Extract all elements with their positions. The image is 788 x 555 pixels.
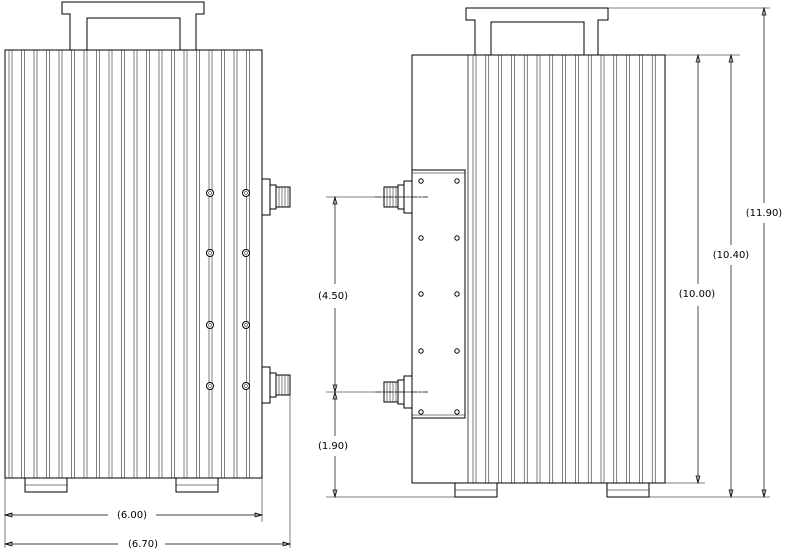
screw-icon <box>206 189 214 197</box>
screw-icon-inner <box>244 323 248 327</box>
connector-flange <box>261 178 271 216</box>
screw-icon-inner <box>208 384 212 388</box>
screw-icon <box>206 382 214 390</box>
screw-icon <box>454 348 460 354</box>
screw-icon <box>418 178 424 184</box>
dim-front-width-label: (6.00) <box>117 510 147 521</box>
screw-icon <box>206 321 214 329</box>
screw-icon <box>454 291 460 297</box>
dim-front-width: (6.00) <box>3 395 291 548</box>
dim-front-overall-width-label: (6.70) <box>128 539 158 550</box>
side-handle <box>465 7 609 55</box>
dim-overall-height-label: (11.90) <box>746 208 783 219</box>
screw-icon-inner <box>244 384 248 388</box>
screw-icon <box>418 235 424 241</box>
screw-icon <box>454 178 460 184</box>
side-plate-screws <box>418 178 460 415</box>
side-view: (4.50) (1.90) (10.00) (10.40) <box>318 6 783 499</box>
front-fins <box>8 50 250 478</box>
connector-body <box>269 184 277 210</box>
front-body <box>4 49 263 479</box>
dim-bottom-connector-height-label: (1.90) <box>318 441 348 452</box>
screw-icon-inner <box>208 191 212 195</box>
dim-front-overall-width: (6.70) <box>3 539 292 550</box>
side-fins <box>472 55 656 483</box>
front-screws <box>206 189 250 390</box>
screw-icon-inner <box>244 251 248 255</box>
front-handle <box>61 1 205 50</box>
screw-icon <box>454 409 460 415</box>
front-connector-top <box>261 178 291 216</box>
screw-icon <box>242 249 250 257</box>
front-view: (6.00) (6.70) <box>3 1 292 550</box>
dim-connector-spacing: (4.50) <box>318 195 428 394</box>
screw-icon <box>418 409 424 415</box>
connector-nut <box>275 186 291 208</box>
screw-icon-inner <box>244 191 248 195</box>
screw-icon-inner <box>208 323 212 327</box>
dim-bottom-connector-height: (1.90) <box>318 390 455 499</box>
dim-height-with-feet-label: (10.40) <box>713 250 750 261</box>
connector-nut <box>275 374 291 396</box>
screw-icon-inner <box>208 251 212 255</box>
connector-body <box>269 372 277 398</box>
screw-icon <box>242 382 250 390</box>
dim-body-height-label: (10.00) <box>679 289 716 300</box>
screw-icon <box>242 321 250 329</box>
screw-icon <box>454 235 460 241</box>
screw-icon <box>206 249 214 257</box>
connector-flange <box>261 366 271 404</box>
dim-body-height: (10.00) <box>665 53 740 485</box>
screw-icon <box>418 348 424 354</box>
dim-height-with-feet: (10.40) <box>649 53 770 499</box>
front-connector-bottom <box>261 366 291 404</box>
dim-connector-spacing-label: (4.50) <box>318 291 348 302</box>
screw-icon <box>418 291 424 297</box>
screw-icon <box>242 189 250 197</box>
dim-overall-height: (11.90) <box>608 6 783 499</box>
